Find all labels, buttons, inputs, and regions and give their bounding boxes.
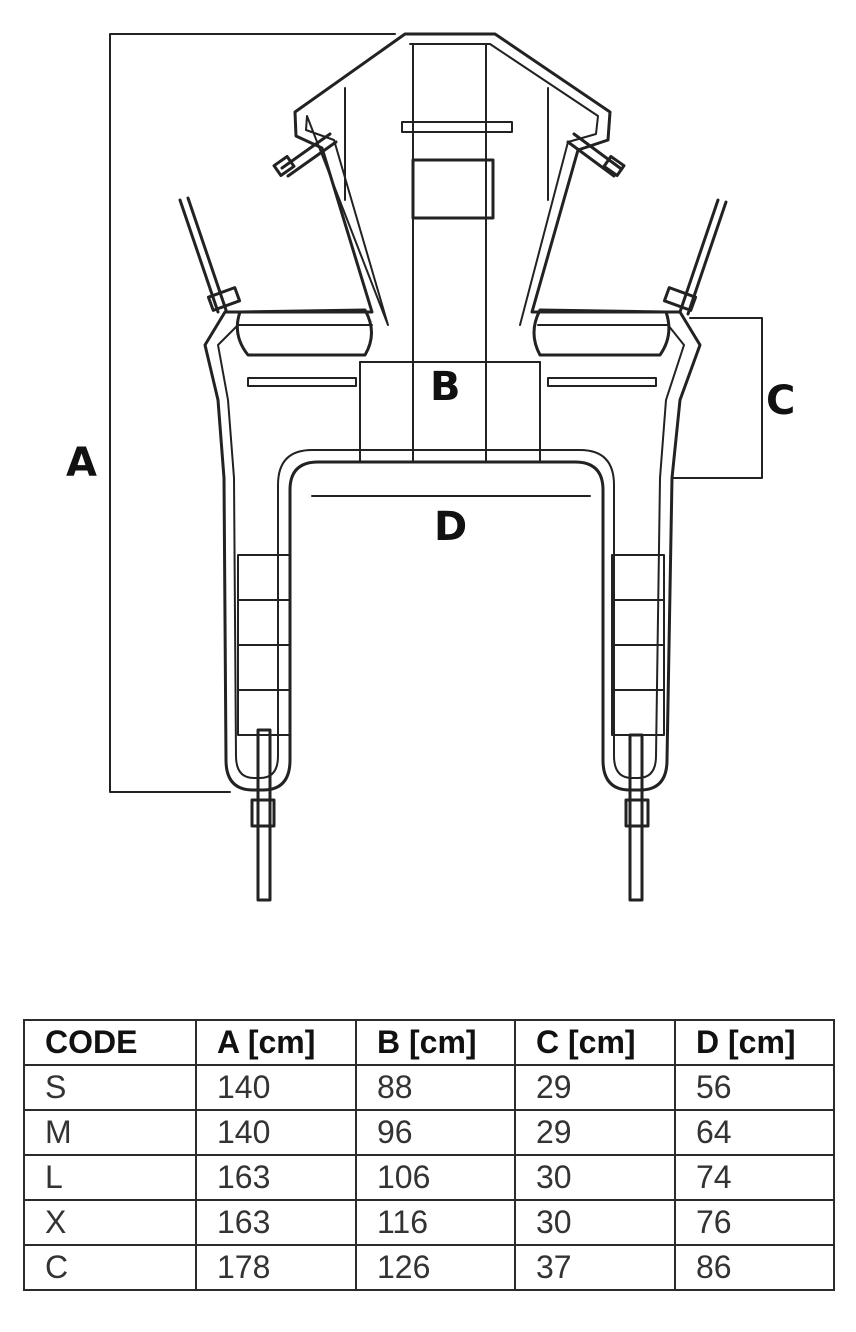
cell-c: 37 xyxy=(514,1244,676,1291)
header-b: B [cm] xyxy=(355,1019,516,1066)
right-shoulder-loop xyxy=(662,198,728,316)
cell-b: 116 xyxy=(355,1199,516,1246)
sling-diagram: A B C D xyxy=(66,32,795,902)
header-a: A [cm] xyxy=(195,1019,357,1066)
sling-body-outline xyxy=(203,32,702,792)
cell-a: 163 xyxy=(195,1199,357,1246)
left-shoulder-loop xyxy=(178,196,242,314)
cell-b: 96 xyxy=(355,1109,516,1156)
table-header-row: CODE A [cm] B [cm] C [cm] D [cm] xyxy=(23,1019,835,1066)
cell-c: 29 xyxy=(514,1109,676,1156)
table-row: S 140 88 29 56 xyxy=(23,1064,835,1111)
dimension-c-line xyxy=(671,317,763,479)
right-shoulder-pad xyxy=(532,308,671,357)
dimension-a-line xyxy=(109,33,396,793)
cell-code: L xyxy=(23,1154,197,1201)
table-row: L 163 106 30 74 xyxy=(23,1154,835,1201)
table-row: X 163 116 30 76 xyxy=(23,1199,835,1246)
cell-b: 106 xyxy=(355,1154,516,1201)
table-row: M 140 96 29 64 xyxy=(23,1109,835,1156)
cell-code: C xyxy=(23,1244,197,1291)
left-leg-loop xyxy=(250,728,276,902)
cell-d: 64 xyxy=(674,1109,835,1156)
sling-inner-outline xyxy=(217,324,685,779)
cell-c: 30 xyxy=(514,1199,676,1246)
cell-code: M xyxy=(23,1109,197,1156)
dimension-b-label: B xyxy=(430,364,461,410)
header-d: D [cm] xyxy=(674,1019,835,1066)
right-head-loop xyxy=(566,132,626,178)
cell-d: 86 xyxy=(674,1244,835,1291)
cell-a: 178 xyxy=(195,1244,357,1291)
cell-a: 163 xyxy=(195,1154,357,1201)
label-pocket xyxy=(411,158,495,220)
cell-a: 140 xyxy=(195,1064,357,1111)
header-c: C [cm] xyxy=(514,1019,676,1066)
cell-b: 126 xyxy=(355,1244,516,1291)
cell-a: 140 xyxy=(195,1109,357,1156)
left-side-strip xyxy=(247,377,357,387)
right-leg-loop xyxy=(624,733,650,902)
back-inner-outline xyxy=(305,43,599,326)
size-table: CODE A [cm] B [cm] C [cm] D [cm] S 140 8… xyxy=(23,1019,835,1291)
cell-d: 56 xyxy=(674,1064,835,1111)
head-strap xyxy=(401,121,513,133)
left-leg-padding xyxy=(237,554,291,736)
dimension-a-label: A xyxy=(66,440,97,486)
table-row: C 178 126 37 86 xyxy=(23,1244,835,1291)
cell-c: 30 xyxy=(514,1154,676,1201)
cell-code: S xyxy=(23,1064,197,1111)
dimension-c-label: C xyxy=(766,378,795,424)
cell-c: 29 xyxy=(514,1064,676,1111)
right-side-strip xyxy=(547,377,657,387)
header-code: CODE xyxy=(23,1019,197,1066)
left-shoulder-pad xyxy=(235,308,373,357)
cell-b: 88 xyxy=(355,1064,516,1111)
dimension-d-label: D xyxy=(434,504,467,550)
cell-d: 76 xyxy=(674,1199,835,1246)
left-head-loop xyxy=(272,132,338,178)
cell-d: 74 xyxy=(674,1154,835,1201)
cell-code: X xyxy=(23,1199,197,1246)
